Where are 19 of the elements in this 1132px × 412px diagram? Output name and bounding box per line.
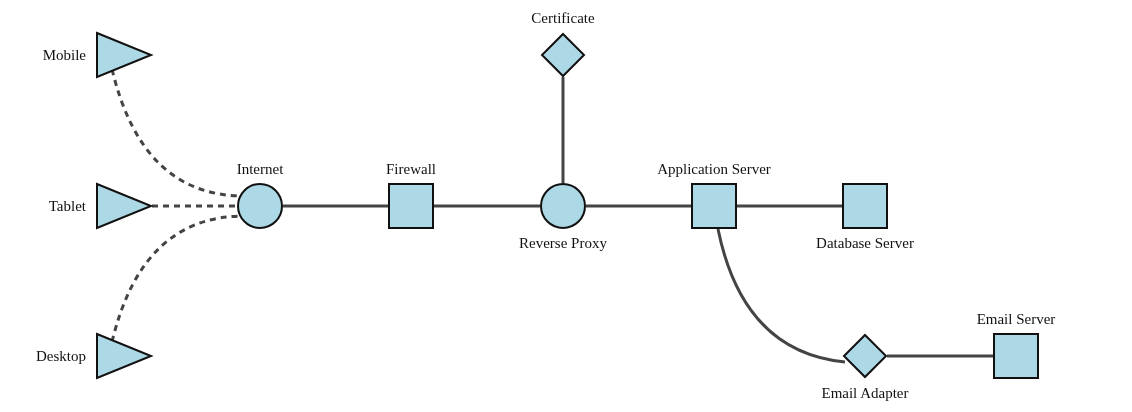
connector-line [586, 204, 691, 208]
connector-line [716, 228, 846, 364]
node-label: Email Server [976, 310, 1056, 328]
connector-line [561, 77, 565, 183]
node-label: Mobile [42, 46, 86, 64]
node-label: Tablet [48, 197, 86, 215]
node-label: Application Server [657, 160, 771, 178]
connector-line [283, 204, 388, 208]
connector-line [737, 204, 842, 208]
node-label: Desktop [36, 347, 86, 365]
connector-line [887, 354, 993, 358]
node-label: Internet [236, 160, 284, 178]
node-label: Email Adapter [821, 384, 909, 402]
node-label: Database Server [816, 234, 914, 252]
connector-line [434, 204, 540, 208]
node-label: Certificate [531, 9, 595, 27]
dashed-connector [152, 204, 237, 208]
node-label: Firewall [386, 160, 436, 178]
node-label: Reverse Proxy [519, 234, 607, 252]
